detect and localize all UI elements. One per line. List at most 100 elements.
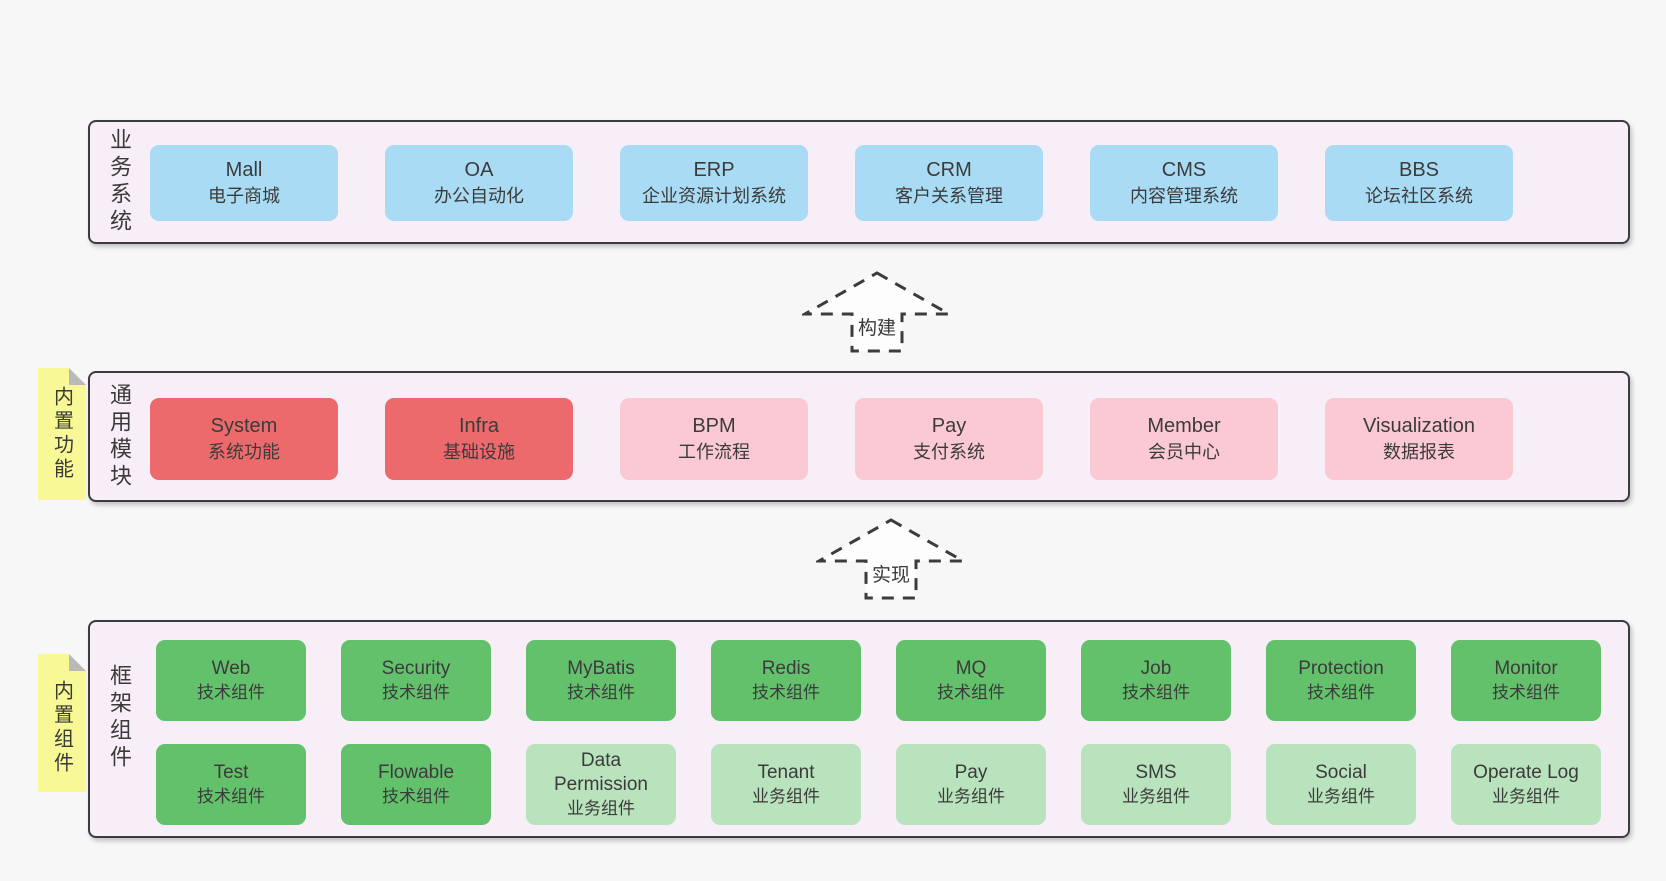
- module-subtitle: 办公自动化: [434, 186, 524, 207]
- band-label-framework-components: 框架组件: [107, 664, 132, 772]
- module-title: OA: [464, 159, 494, 182]
- band-label-business-systems: 业务系统: [107, 128, 132, 236]
- module-subtitle: 业务组件: [937, 786, 1005, 806]
- module-title: MQ: [955, 658, 987, 680]
- module-subtitle: 客户关系管理: [895, 186, 1003, 207]
- module-title: Pay: [954, 762, 988, 784]
- module-subtitle: 技术组件: [1492, 682, 1560, 702]
- build-arrow-label: 构建: [854, 311, 900, 342]
- module-subtitle: 技术组件: [382, 682, 450, 702]
- implement-arrow-icon: 实现: [816, 517, 966, 601]
- module-subtitle: 基础设施: [443, 442, 515, 463]
- module-title: Flowable: [377, 762, 455, 784]
- module-subtitle: 数据报表: [1383, 442, 1455, 463]
- module-subtitle: 支付系统: [913, 442, 985, 463]
- module-box-crm: CRM 客户关系管理: [855, 145, 1043, 221]
- band-business-systems: 业务系统 Mall 电子商城 OA 办公自动化 ERP 企业资源计划系统 CRM 客户关系管理…: [88, 120, 1630, 244]
- module-box-pay: Pay 支付系统: [855, 398, 1043, 480]
- module-box-data-permission: Data Permission 业务组件: [526, 744, 676, 825]
- module-title: CMS: [1161, 159, 1207, 182]
- module-subtitle: 技术组件: [197, 682, 265, 702]
- sticky-note-built-in-features: 内置功能: [38, 368, 86, 500]
- module-subtitle: 技术组件: [1307, 682, 1375, 702]
- module-box-bbs: BBS 论坛社区系统: [1325, 145, 1513, 221]
- module-subtitle: 企业资源计划系统: [642, 186, 786, 207]
- module-subtitle: 技术组件: [382, 786, 450, 806]
- module-box-cms: CMS 内容管理系统: [1090, 145, 1278, 221]
- module-title: Web: [211, 658, 251, 680]
- sticky-note-text: 内置功能: [50, 386, 73, 482]
- module-title: Test: [213, 762, 249, 784]
- module-title: Pay: [931, 415, 967, 438]
- module-title: Security: [381, 658, 451, 680]
- module-title: Job: [1140, 658, 1172, 680]
- module-title: Infra: [458, 415, 500, 438]
- module-box-erp: ERP 企业资源计划系统: [620, 145, 808, 221]
- module-subtitle: 业务组件: [1122, 786, 1190, 806]
- module-subtitle: 业务组件: [752, 786, 820, 806]
- module-title: Redis: [761, 658, 811, 680]
- module-title: Visualization: [1363, 415, 1475, 438]
- module-subtitle: 业务组件: [1307, 786, 1375, 806]
- module-box-visualization: Visualization 数据报表: [1325, 398, 1513, 480]
- module-subtitle: 技术组件: [937, 682, 1005, 702]
- module-title: SMS: [1135, 762, 1177, 784]
- module-subtitle: 论坛社区系统: [1365, 186, 1473, 207]
- module-title: CRM: [926, 159, 972, 182]
- module-title: Mall: [225, 159, 263, 182]
- module-title: BPM: [692, 415, 736, 438]
- module-box-mall: Mall 电子商城: [150, 145, 338, 221]
- module-title: Monitor: [1494, 658, 1558, 680]
- module-title: Operate Log: [1473, 762, 1579, 784]
- module-box-oa: OA 办公自动化: [385, 145, 573, 221]
- module-title: MyBatis: [567, 658, 635, 680]
- module-title: ERP: [693, 159, 735, 182]
- module-title: BBS: [1398, 159, 1440, 182]
- module-box-infra: Infra 基础设施: [385, 398, 573, 480]
- module-title: Member: [1147, 415, 1221, 438]
- build-arrow-icon: 构建: [802, 270, 952, 354]
- module-box-bpm: BPM 工作流程: [620, 398, 808, 480]
- module-subtitle: 技术组件: [567, 682, 635, 702]
- module-title: System: [210, 415, 278, 438]
- module-subtitle: 技术组件: [1122, 682, 1190, 702]
- sticky-note-text: 内置组件: [50, 680, 73, 776]
- module-subtitle: 技术组件: [197, 786, 265, 806]
- module-title: Tenant: [757, 762, 815, 784]
- module-subtitle: 业务组件: [567, 799, 635, 819]
- module-subtitle: 业务组件: [1492, 786, 1560, 806]
- folded-corner-icon: [69, 368, 86, 385]
- module-title: Social: [1315, 762, 1367, 784]
- module-subtitle: 电子商城: [208, 186, 280, 207]
- implement-arrow-label: 实现: [868, 558, 914, 589]
- module-title: Protection: [1298, 658, 1384, 680]
- module-subtitle: 内容管理系统: [1130, 186, 1238, 207]
- folded-corner-icon: [69, 654, 86, 671]
- module-title: Data Permission: [554, 749, 648, 796]
- band-label-common-modules: 通用模块: [107, 382, 132, 491]
- module-subtitle: 工作流程: [678, 442, 750, 463]
